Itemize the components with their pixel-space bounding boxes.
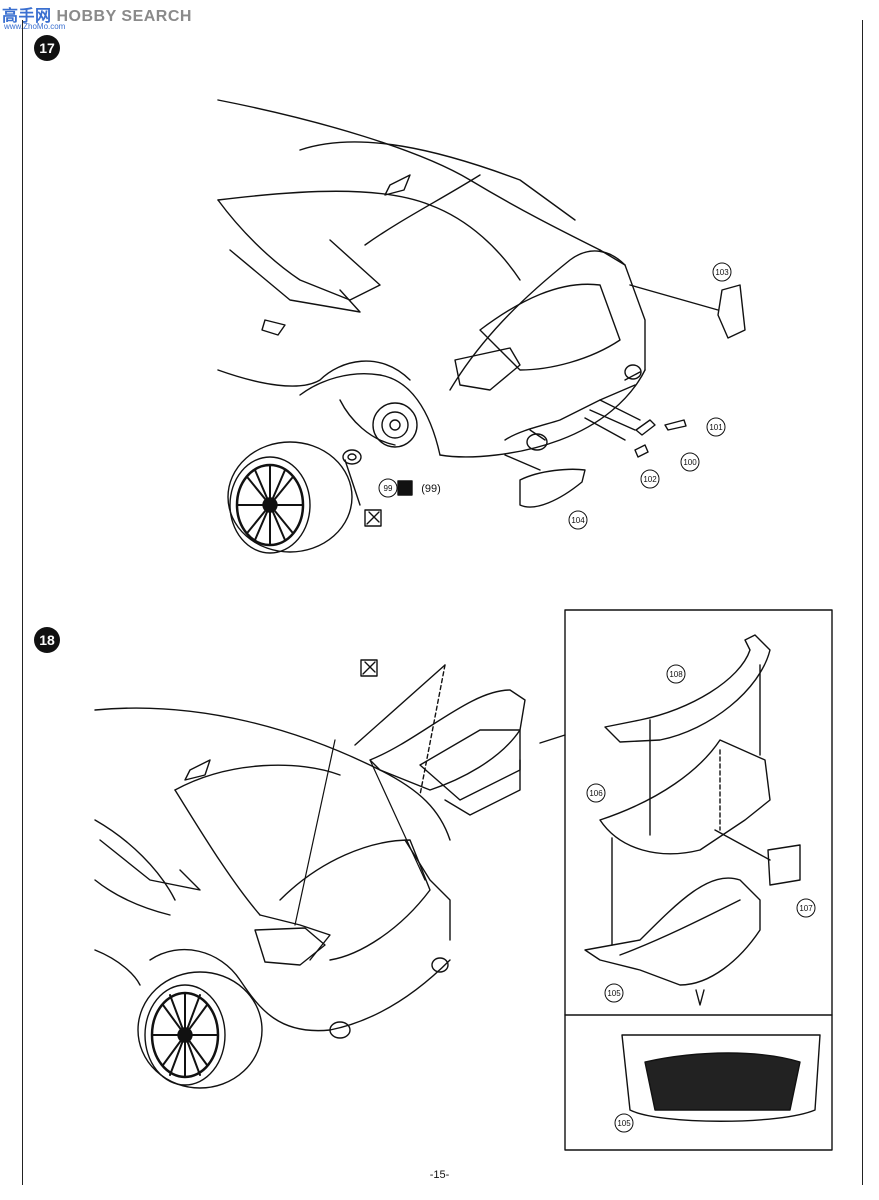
step-17-car-body	[217, 99, 646, 458]
callout-106: 106	[586, 783, 606, 803]
page-number: -15-	[429, 1169, 450, 1181]
svg-text:103: 103	[715, 268, 729, 277]
step-17-badge: 17	[34, 35, 60, 61]
step-18-trunk-lid	[354, 664, 566, 816]
svg-text:108: 108	[669, 670, 683, 679]
svg-text:104: 104	[571, 516, 585, 525]
callout-104: 104	[568, 510, 588, 530]
svg-text:102: 102	[643, 475, 657, 484]
callout-99-paren: (99)	[421, 483, 441, 495]
callout-107: 107	[796, 898, 816, 918]
step-18-detail-frame	[564, 609, 833, 1151]
svg-text:106: 106	[589, 789, 603, 798]
svg-text:107: 107	[799, 904, 813, 913]
callout-105-main: 105	[604, 983, 624, 1003]
glue-symbol-icons	[360, 480, 413, 677]
watermark-url: www.ZhoMo.com	[4, 22, 66, 31]
callout-101: 101	[706, 417, 726, 437]
step-18-car-body	[94, 707, 451, 1039]
callout-108: 108	[666, 664, 686, 684]
watermark-brand: 高手网	[2, 8, 52, 25]
svg-text:100: 100	[683, 458, 697, 467]
step-17-wheel	[227, 441, 362, 554]
watermark: 高手网 HOBBY SEARCH www.ZhoMo.com	[2, 2, 192, 31]
step-18-wheel	[137, 971, 263, 1089]
svg-text:101: 101	[709, 423, 723, 432]
callout-105-detail: 105	[614, 1113, 634, 1133]
callout-102: 102	[640, 469, 660, 489]
svg-text:99: 99	[384, 484, 393, 493]
step-18-detail-parts	[584, 634, 821, 1122]
svg-text:105: 105	[617, 1119, 631, 1128]
watermark-site: HOBBY SEARCH	[56, 8, 192, 25]
callout-99: 99	[378, 478, 398, 498]
callout-103: 103	[712, 262, 732, 282]
page-frame-right	[862, 20, 863, 1185]
step-18-badge: 18	[34, 627, 60, 653]
step-17-parts	[344, 284, 746, 508]
part-callouts: 103 101 100 102 104 99 (99) 108 10	[378, 262, 816, 1133]
page-frame-left	[22, 20, 23, 1185]
callout-100: 100	[680, 452, 700, 472]
svg-text:105: 105	[607, 989, 621, 998]
